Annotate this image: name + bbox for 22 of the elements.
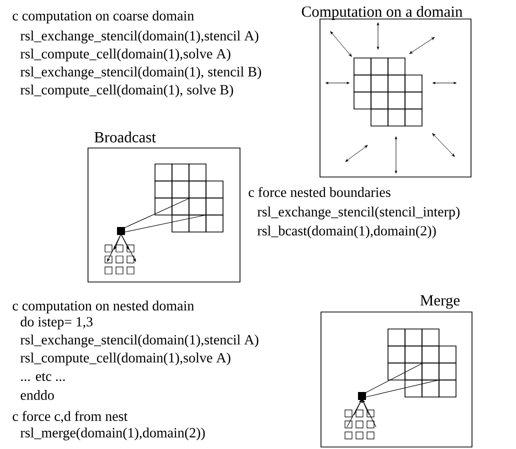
code-line: rsl_merge(domain(1),domain(2)) bbox=[20, 428, 205, 440]
code-line: enddo bbox=[20, 390, 54, 400]
code-line: ... etc ... bbox=[21, 372, 65, 382]
code-line: rsl_bcast(domain(1),domain(2)) bbox=[257, 226, 436, 238]
code-line: c force nested boundaries bbox=[248, 186, 390, 197]
panel-title: Merge bbox=[420, 295, 460, 309]
code-line: rsl_compute_cell(domain(1), solve B) bbox=[20, 84, 234, 98]
code-line: rsl_exchange_stencil(domain(1), stencil B) bbox=[20, 66, 262, 80]
panel-title: Broadcast bbox=[94, 132, 156, 142]
panel-box bbox=[320, 312, 472, 448]
code-line: do istep= 1,3 bbox=[20, 316, 92, 330]
code-line: rsl_exchange_stencil(stencil_interp) bbox=[257, 206, 460, 220]
panel-box bbox=[320, 18, 472, 178]
code-line: c force c,d from nest bbox=[12, 410, 128, 423]
code-line: rsl_exchange_stencil(domain(1),stencil A) bbox=[20, 30, 258, 44]
code-line: rsl_compute_cell(domain(1),solve A) bbox=[20, 352, 230, 366]
panel-box bbox=[88, 148, 240, 282]
code-line: c computation on coarse domain bbox=[12, 10, 194, 24]
panel-title: Computation on a domain bbox=[302, 6, 462, 20]
code-line: rsl_exchange_stencil(domain(1),stencil A) bbox=[20, 334, 258, 348]
code-line: rsl_compute_cell(domain(1),solve A) bbox=[20, 48, 230, 62]
code-line: c computation on nested domain bbox=[12, 300, 194, 314]
